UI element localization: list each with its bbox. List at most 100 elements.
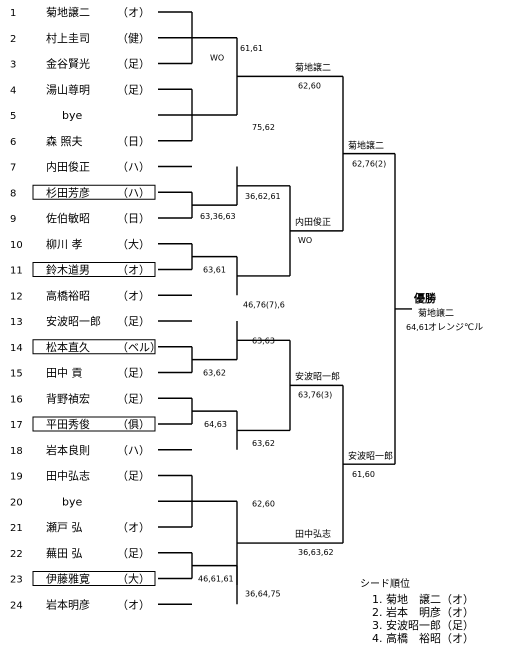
semi-winner: 安波昭一郎 [348,450,393,462]
round2-winner: 内田俊正 [295,216,331,228]
match-score: 62,60 [252,499,275,508]
highlight-box [32,571,156,586]
player-row: 3 金谷賢光 （足） [10,57,150,71]
player-name: 金谷賢光 [46,57,90,71]
match-score: 63,62 [252,439,275,448]
player-club: （ハ） [117,186,150,199]
highlight-box [32,262,156,277]
player-club: （足） [117,315,150,328]
round2-winner: 安波昭一郎 [295,370,340,382]
seed-item: 3. 安波昭一郎（足） [372,618,474,632]
match-score: 63,63 [252,336,275,345]
semi-winner: 菊地譲二 [348,140,384,152]
round2-score: 62,60 [298,81,321,90]
player-name: 伊藤雅寛 [46,572,90,586]
player-row: 13 安波昭一郎 （足） [10,314,150,328]
player-club: （ハ） [117,161,150,174]
player-club: （ハ） [117,444,150,457]
player-name: 杉田芳彦 [46,185,90,199]
highlight-box [32,184,156,200]
seed-list-title: シード順位 [360,577,410,590]
final-score: 64,61 [406,323,429,332]
seed-number: 17 [10,420,23,431]
round2-winner: 田中弘志 [295,528,331,540]
player-row: 24 岩本明彦 （オ） [10,597,150,611]
player-club: （足） [117,58,150,71]
player-name: 柳川 孝 [46,237,83,251]
match-score: 46,76(7),6 [243,300,285,309]
seed-item: 1. 菊地 譲二（オ） [372,592,474,606]
seed-number: 7 [10,163,16,174]
player-name: 岩本良則 [46,443,90,457]
player-club: （足） [117,367,150,380]
player-name: 安波昭一郎 [46,314,101,328]
seed-number: 12 [10,291,23,302]
seed-number: 2 [10,34,16,45]
seed-number: 3 [10,60,16,71]
seed-number: 10 [10,240,23,251]
seed-number: 23 [10,575,23,586]
player-name: 松本直久 [46,340,90,354]
seed-number: 21 [10,523,23,534]
match-score: 36,62,61 [245,192,281,201]
player-club: （オ） [117,6,150,19]
player-row: 7 内田俊正 （ハ） [10,160,150,174]
player-club: （足） [117,470,150,483]
seed-number: 19 [10,472,23,483]
match-score: 46,61,61 [198,575,234,584]
seed-number: 13 [10,317,23,328]
match-score: 64,63 [204,420,227,429]
round2-score: 63,76(3) [298,390,332,399]
player-row: 10 柳川 孝 （大） [10,237,150,251]
round2-score: 36,63,62 [298,548,334,557]
player-club: （俱） [117,417,150,431]
player-row: 17 平田秀俊 （俱） [10,416,156,432]
player-name: 湯山尊明 [46,82,90,96]
champion-title: 優勝 [413,291,437,305]
player-club: （大） [117,237,150,251]
champion-club: オレンジ℃ル [428,322,483,333]
seed-list: シード順位 1. 菊地 譲二（オ） 2. 岩本 明彦（オ） 3. 安波昭一郎（足… [360,577,474,645]
player-club: （オ） [117,289,150,302]
match-score: 63,61 [203,266,226,275]
highlight-box [32,416,156,432]
highlight-box [32,339,156,355]
seed-number: 16 [10,394,23,405]
player-name: 瀬戸 弘 [46,520,83,534]
player-name: 内田俊正 [46,160,90,174]
player-club: （大） [117,572,150,586]
seed-number: 15 [10,369,23,380]
match-score: 63,62 [203,369,226,378]
player-row: 23 伊藤雅寛 （大） [10,571,156,586]
match-score: WO [210,54,224,63]
player-club: （オ） [117,598,150,611]
seed-number: 8 [10,188,16,199]
seed-item: 4. 高橋 裕昭（オ） [372,631,474,645]
player-club: （日） [117,135,150,148]
seed-number: 20 [10,497,23,508]
seed-number: 14 [10,343,23,354]
player-name: 岩本明彦 [46,597,90,611]
match-score: 61,61 [240,44,263,53]
semi-score: 61,60 [352,470,375,479]
player-row: 15 田中 貢 （足） [10,367,150,380]
player-name: 田中 貢 [46,367,83,380]
semi-score: 62,76(2) [352,160,386,169]
player-club: （ベル） [117,341,161,354]
seed-number: 24 [10,600,23,611]
player-name: 平田秀俊 [46,417,90,431]
player-name: 蕪田 弘 [46,547,83,560]
player-name: 田中弘志 [46,470,90,483]
